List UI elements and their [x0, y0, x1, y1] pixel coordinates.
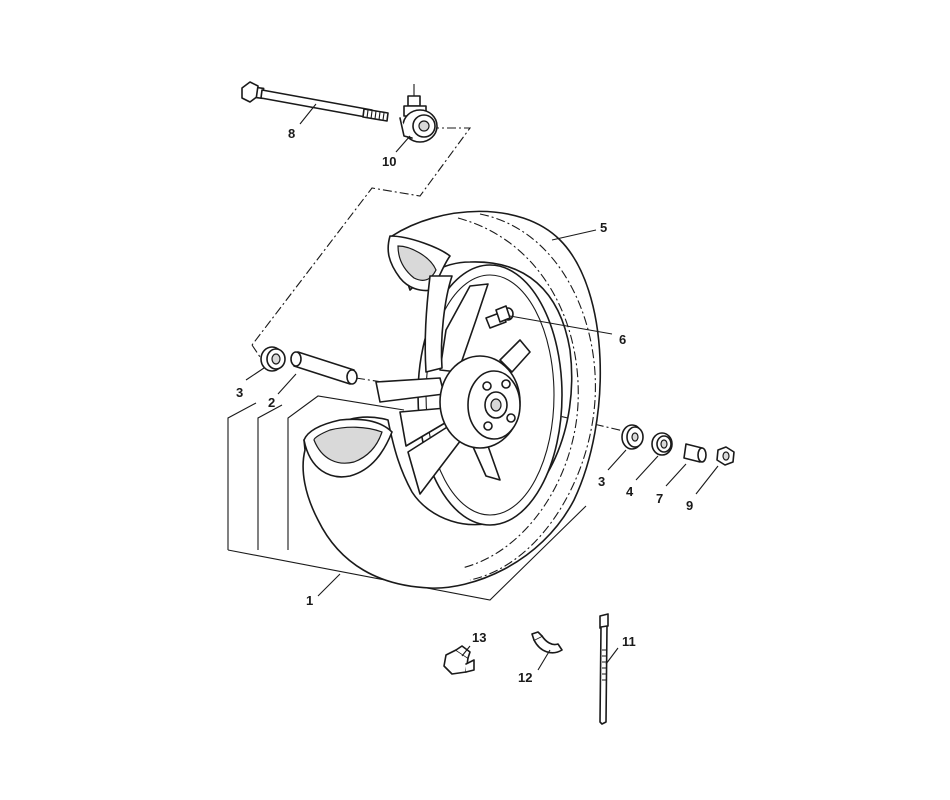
callout-7: 7 — [656, 491, 663, 506]
part-12-clamp[interactable] — [531, 631, 563, 654]
callout-10: 10 — [382, 154, 396, 169]
leader-lines — [245, 103, 719, 671]
part-11-cable-tie[interactable] — [599, 613, 609, 725]
callout-13: 13 — [472, 630, 486, 645]
callout-8: 8 — [288, 126, 295, 141]
callout-9: 9 — [686, 498, 693, 513]
callout-3-right: 3 — [598, 474, 605, 489]
part-9-axle-nut[interactable] — [716, 446, 735, 466]
callout-2: 2 — [268, 395, 275, 410]
part-3-bearing-left[interactable] — [260, 346, 286, 372]
part-3-bearing-right[interactable] — [621, 424, 644, 450]
callout-11: 11 — [622, 634, 636, 649]
part-4-oil-seal[interactable] — [651, 432, 673, 456]
part-2-spacer-tube[interactable] — [290, 351, 358, 385]
part-6-tire-valve[interactable] — [485, 305, 514, 329]
part-5-tire[interactable] — [302, 210, 602, 589]
callout-1: 1 — [306, 593, 313, 608]
part-8-axle-bolt[interactable] — [241, 81, 389, 122]
callout-labels: 8 10 5 6 3 2 3 4 7 9 1 13 12 11 — [236, 126, 693, 685]
part-10-speedometer-drive[interactable] — [399, 84, 438, 143]
part-7-collar[interactable] — [683, 443, 707, 463]
bracket-lines — [227, 395, 587, 601]
part-1-wheel-rim[interactable] — [375, 264, 563, 526]
callout-5: 5 — [600, 220, 607, 235]
part-13-clip[interactable] — [443, 645, 475, 675]
callout-6: 6 — [619, 332, 626, 347]
callout-12: 12 — [518, 670, 532, 685]
callout-4: 4 — [626, 484, 634, 499]
callout-3-left: 3 — [236, 385, 243, 400]
